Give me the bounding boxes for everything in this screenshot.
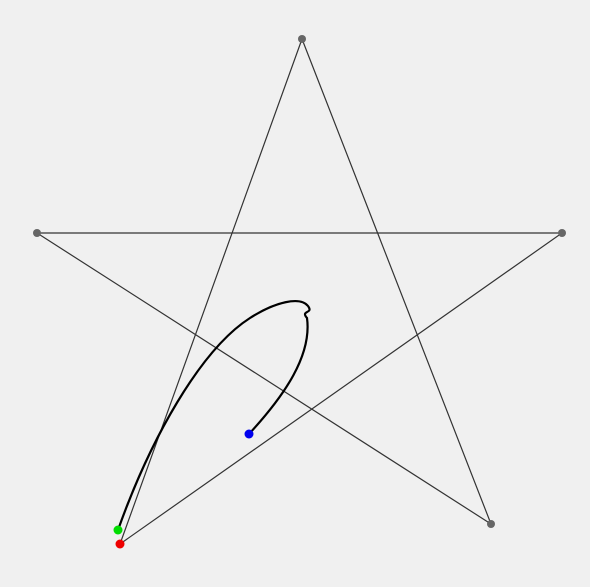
end-point-marker[interactable]: [244, 429, 254, 439]
star-outline: [34, 37, 564, 545]
traced-curve: [116, 300, 311, 532]
left-vertex-icon: [33, 229, 41, 237]
start-point-marker[interactable]: [113, 525, 123, 535]
right-vertex-icon: [558, 229, 566, 237]
bottom-right-vertex-icon: [487, 520, 495, 528]
current-point-marker[interactable]: [115, 539, 125, 549]
top-vertex-icon: [298, 35, 306, 43]
